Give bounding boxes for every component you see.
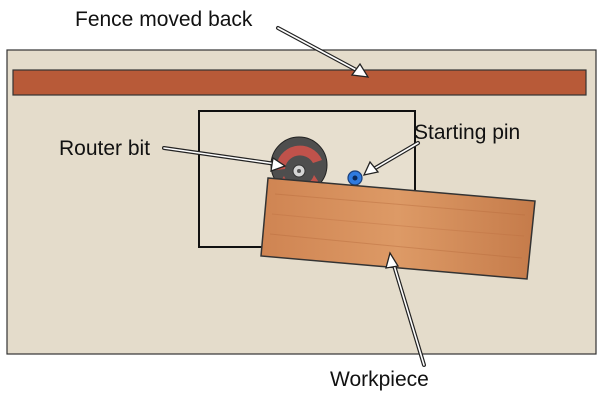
starting-pin-arrow-icon bbox=[362, 141, 420, 176]
fence-arrow-icon bbox=[276, 26, 370, 78]
router-bit-label: Router bit bbox=[59, 137, 151, 160]
workpiece-label: Workpiece bbox=[330, 368, 429, 391]
router-bit-arrow-icon bbox=[162, 146, 287, 172]
fence-label: Fence moved back bbox=[75, 8, 253, 31]
starting-pin-icon bbox=[347, 170, 363, 186]
workpiece-arrow-icon bbox=[385, 251, 426, 367]
fence bbox=[12, 69, 587, 96]
workpiece-board bbox=[260, 177, 536, 280]
starting-pin-label: Starting pin bbox=[414, 121, 521, 144]
